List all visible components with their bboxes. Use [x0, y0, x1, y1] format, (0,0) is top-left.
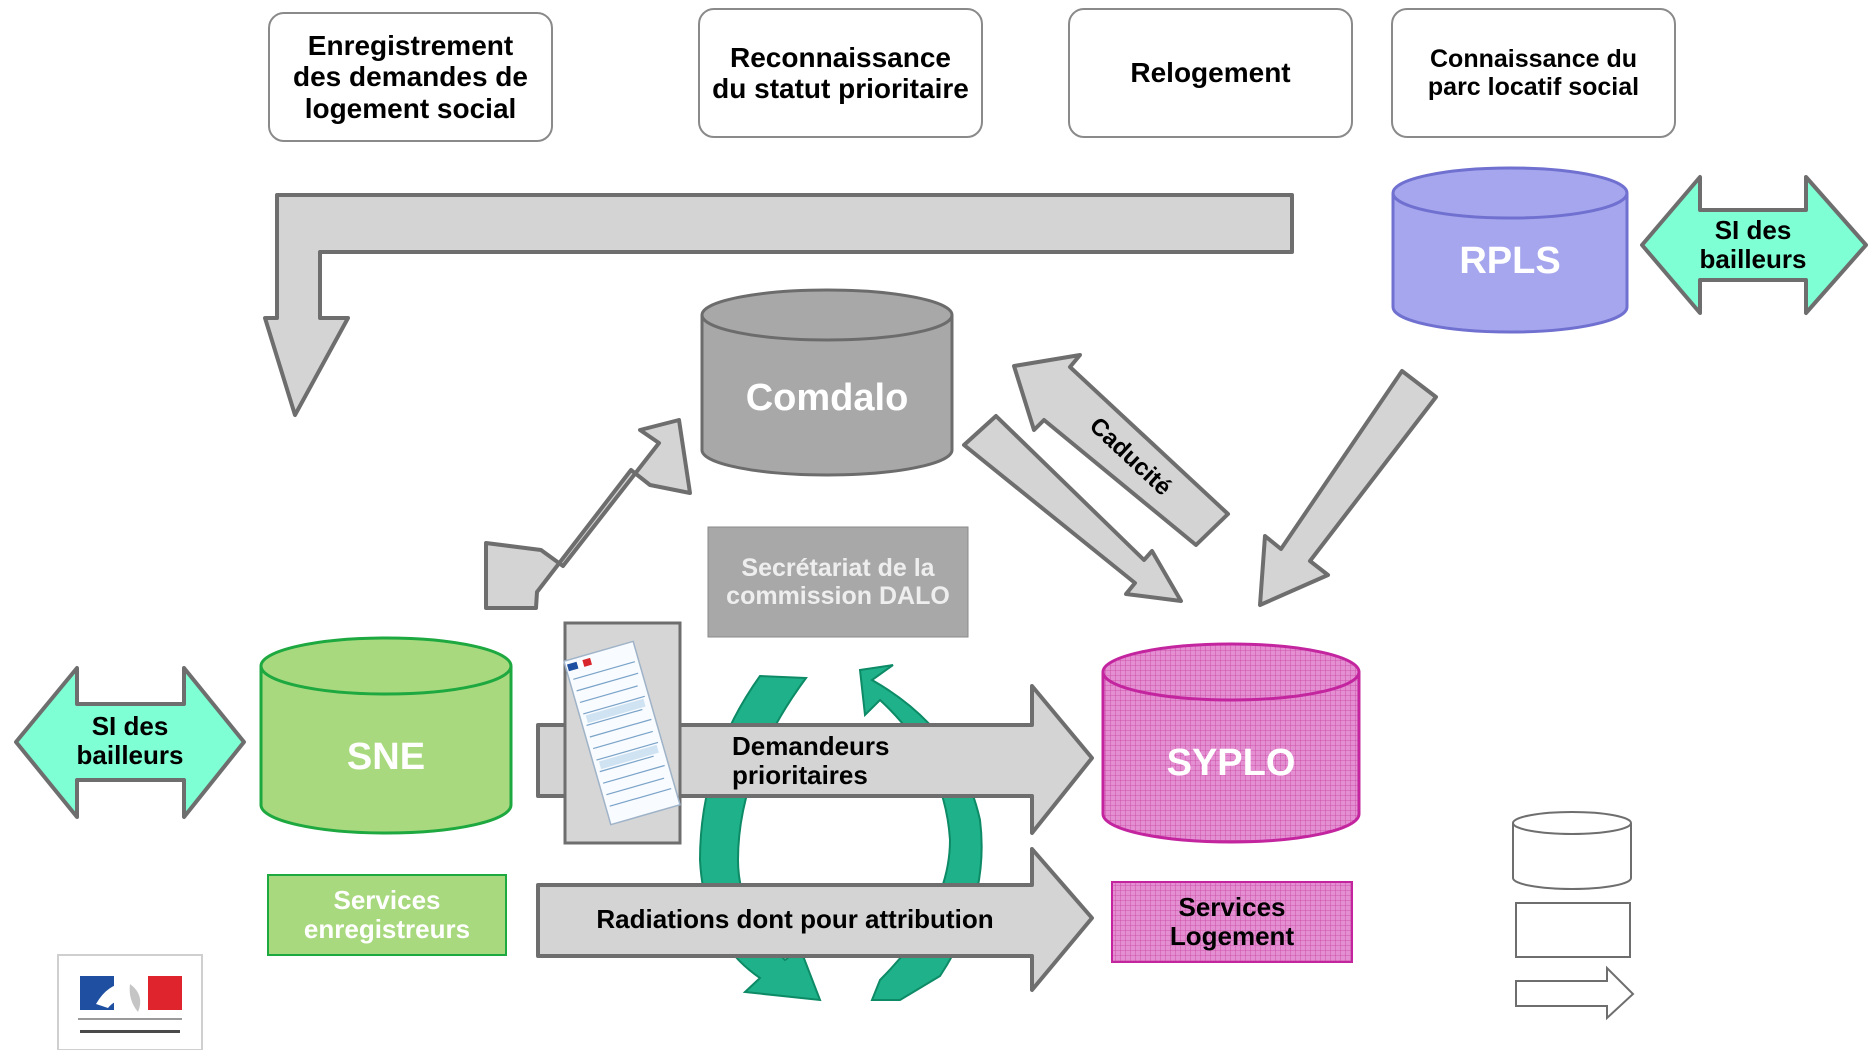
secretariat-label: Secrétariat de la commission DALO: [726, 554, 950, 610]
dalo-form-document: [563, 621, 682, 845]
comdalo-label: Comdalo: [745, 376, 909, 419]
syplo-label: SYPLO: [1166, 741, 1296, 784]
top-box-reconnaissance-label: Reconnaissance du statut prioritaire: [712, 41, 969, 104]
top-box-relogement-label: Relogement: [1130, 57, 1291, 89]
rpls-database: [1391, 166, 1629, 334]
top-box-connaissance-label: Connaissance du parc locatif social: [1427, 45, 1640, 101]
rpls-label: RPLS: [1459, 239, 1561, 282]
si-bailleurs-right-double-arrow: [1640, 175, 1868, 315]
top-box-relogement: Relogement: [1068, 8, 1353, 138]
syplo-database: [1101, 642, 1361, 844]
legend-database-symbol: [1512, 811, 1632, 890]
republique-francaise-logo: [57, 954, 203, 1050]
sne-database: [259, 636, 513, 835]
services-logement-label: Services Logement: [1169, 891, 1295, 951]
services-enregistreurs-label: Services enregistreurs: [303, 884, 471, 944]
top-box-connaissance: Connaissance du parc locatif social: [1391, 8, 1676, 138]
sne-label: SNE: [346, 735, 426, 778]
process-flow-arrow: [263, 193, 1294, 417]
secretariat-box-bg: [707, 526, 969, 638]
top-box-reconnaissance: Reconnaissance du statut prioritaire: [698, 8, 983, 138]
radiations-arrow: [536, 847, 1094, 992]
services-enregistreurs-box-bg: [267, 874, 507, 956]
services-logement-box-bg: [1111, 881, 1353, 963]
legend-service-symbol: [1515, 902, 1631, 958]
comdalo-syplo-arrow: [962, 414, 1183, 603]
caducite-arrow: [1012, 353, 1230, 547]
si-bailleurs-left-double-arrow: [14, 666, 246, 819]
legend-flow-arrow-symbol: [1515, 965, 1635, 1021]
sne-comdalo-arrow: [484, 418, 692, 610]
rpls-syplo-arrow: [1258, 369, 1438, 607]
comdalo-database: [700, 288, 954, 477]
radiations-label: Radiations dont pour attribution: [596, 904, 994, 935]
demandeurs-prioritaires-label: Demandeurs prioritaires: [732, 730, 890, 790]
si-bailleurs-left-label: SI des bailleurs: [76, 710, 184, 770]
si-bailleurs-right-label: SI des bailleurs: [1699, 214, 1807, 274]
top-box-enregistrement-label: Enregistrement des demandes de logement …: [293, 29, 528, 124]
top-box-enregistrement: Enregistrement des demandes de logement …: [268, 12, 553, 142]
legend: [1512, 811, 1635, 1021]
